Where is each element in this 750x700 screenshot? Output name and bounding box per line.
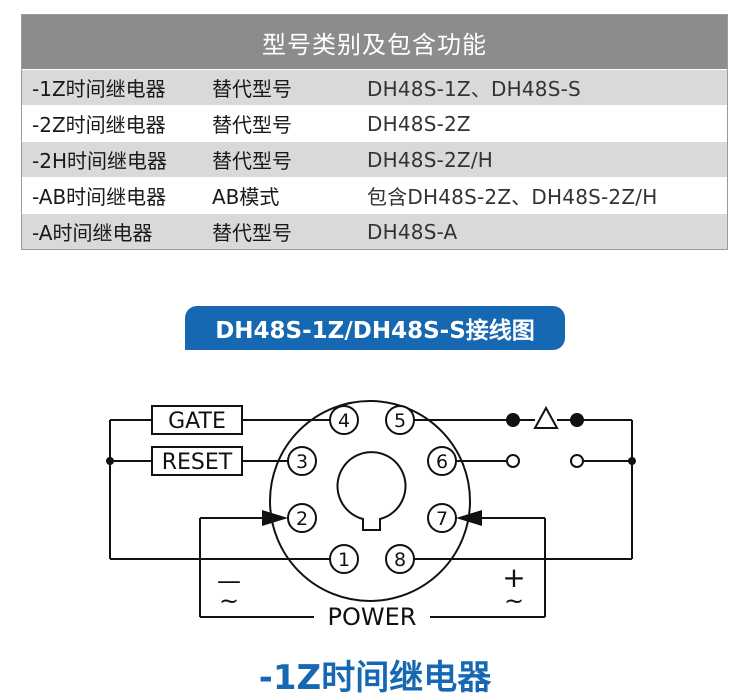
- relay-caption: -1Z时间继电器: [258, 658, 492, 698]
- row-kind: 替代型号: [212, 77, 292, 101]
- row-kind: AB模式: [212, 185, 280, 209]
- gate-label-box: [151, 405, 243, 435]
- table-row: -2H时间继电器 替代型号 DH48S-2Z/H: [22, 141, 727, 177]
- row-model: -2Z时间继电器: [32, 113, 166, 137]
- junction-dot-left: [106, 457, 114, 465]
- socket-outline: [269, 400, 471, 602]
- socket-key: [336, 451, 407, 531]
- wiring-diagram: GATE RESET 4 5 3 6 2 7 1 8 — ~ + ~ POWER: [106, 400, 636, 631]
- open-contact-left: [506, 454, 520, 468]
- reset-label: RESET: [162, 450, 233, 475]
- pin-6: [427, 446, 457, 476]
- row-value: DH48S-2Z: [367, 111, 471, 136]
- row-value: DH48S-1Z、DH48S-S: [367, 77, 581, 101]
- row-model: -1Z时间继电器: [32, 77, 166, 101]
- pin-8: [385, 544, 415, 574]
- row-kind: 替代型号: [212, 221, 292, 245]
- reset-label-box: [151, 446, 243, 476]
- pin-8-label: 8: [394, 549, 406, 571]
- power-label: POWER: [328, 603, 417, 631]
- table-row: -2Z时间继电器 替代型号 DH48S-2Z: [22, 105, 727, 141]
- pin-5: [385, 405, 415, 435]
- table-row: -1Z时间继电器 替代型号 DH48S-1Z、DH48S-S: [22, 69, 727, 105]
- pin-1-label: 1: [338, 549, 350, 571]
- row-model: -2H时间继电器: [32, 149, 167, 173]
- open-contact-right: [570, 454, 584, 468]
- row-kind: 替代型号: [212, 113, 292, 137]
- pin-2-label: 2: [296, 508, 308, 530]
- row-value: 包含DH48S-2Z、DH48S-2Z/H: [367, 185, 658, 209]
- arrow-right-icon: [262, 510, 288, 526]
- minus-symbol: —: [217, 567, 241, 595]
- pin-1: [329, 544, 359, 574]
- arrow-left-icon: [456, 510, 482, 526]
- row-model: -AB时间继电器: [32, 185, 167, 209]
- row-value: DH48S-2Z/H: [367, 147, 494, 172]
- closed-contact-left: [506, 413, 520, 427]
- table-row: -A时间继电器 替代型号 DH48S-A: [22, 213, 727, 249]
- triangle-indicator-icon: [533, 405, 559, 429]
- plus-symbol: +: [502, 561, 525, 594]
- table-title: 型号类别及包含功能: [22, 15, 727, 69]
- pin-7-label: 7: [436, 508, 448, 530]
- pin-5-label: 5: [394, 410, 406, 432]
- wiring-diagram-banner: DH48S-1Z/DH48S-S接线图: [185, 306, 565, 350]
- pin-3-label: 3: [296, 451, 308, 473]
- model-table: 型号类别及包含功能 -1Z时间继电器 替代型号 DH48S-1Z、DH48S-S…: [21, 14, 728, 250]
- pin-4: [329, 405, 359, 435]
- gate-label: GATE: [168, 409, 226, 434]
- junction-dot-right: [628, 457, 636, 465]
- row-kind: 替代型号: [212, 149, 292, 173]
- row-value: DH48S-A: [367, 219, 458, 244]
- pin-6-label: 6: [436, 451, 448, 473]
- pin-4-label: 4: [338, 410, 350, 432]
- pin-3: [287, 446, 317, 476]
- closed-contact-right: [570, 413, 584, 427]
- table-row: -AB时间继电器 AB模式 包含DH48S-2Z、DH48S-2Z/H: [22, 177, 727, 213]
- ac-symbol-left: ~: [219, 587, 239, 615]
- row-model: -A时间继电器: [32, 221, 153, 245]
- ac-symbol-right: ~: [504, 587, 524, 615]
